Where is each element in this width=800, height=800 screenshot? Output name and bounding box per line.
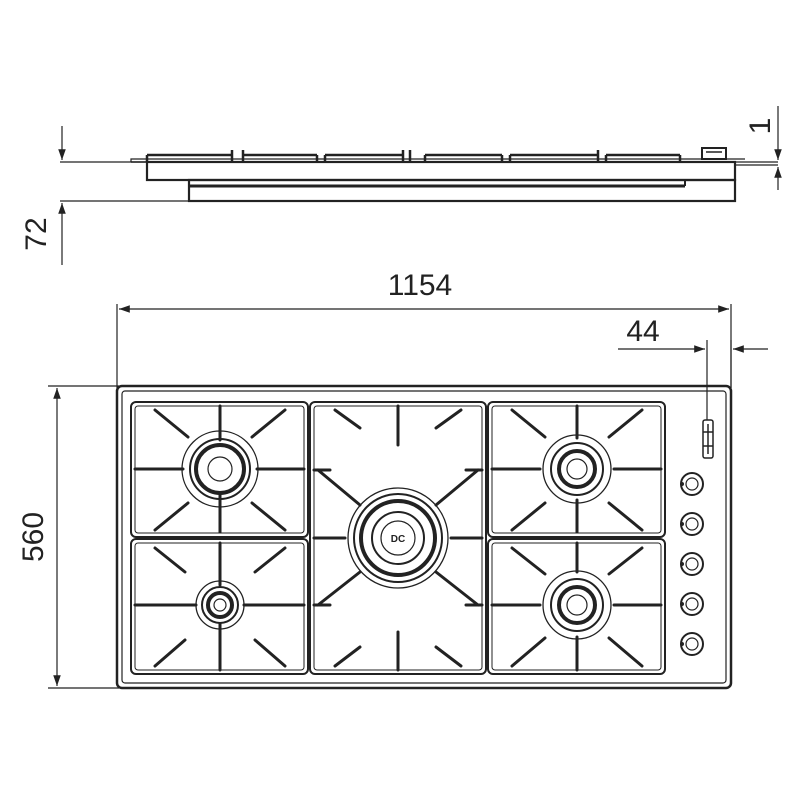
knob-3[interactable]	[680, 552, 704, 576]
grate-fingers-center	[312, 404, 484, 672]
side-margin-dimension	[618, 340, 768, 420]
logo-text: DC	[391, 534, 405, 545]
depth-label: 560	[17, 512, 50, 562]
top-gap-label: 1	[744, 118, 777, 135]
burner-center-wok	[347, 487, 449, 589]
burner-top-right	[542, 434, 612, 504]
grate-fingers-top-right	[490, 404, 663, 534]
side-body	[187, 178, 737, 203]
burner-bottom-right	[542, 570, 612, 640]
indicator-lights	[702, 419, 714, 459]
hob-outline	[115, 384, 733, 690]
grate-fingers-bottom-right	[490, 541, 663, 672]
knob-4[interactable]	[680, 592, 704, 616]
grate-fingers-bottom-left	[133, 541, 306, 672]
knob-5[interactable]	[680, 632, 704, 656]
knob-1[interactable]	[680, 472, 704, 496]
side-view	[130, 147, 778, 203]
burner-top-left	[181, 430, 259, 508]
top-view	[115, 384, 733, 690]
depth-dimension	[48, 385, 119, 689]
hob-inner-edge	[121, 390, 727, 684]
burner-bottom-left	[195, 580, 245, 630]
control-knobs	[680, 472, 704, 656]
side-top-plate	[145, 160, 737, 182]
knob-2[interactable]	[680, 512, 704, 536]
grate-fingers-top-left	[133, 404, 306, 534]
side-margin-label: 44	[626, 315, 659, 348]
height-dimension	[58, 126, 189, 265]
side-grate-profile	[145, 150, 682, 162]
height-label: 72	[20, 217, 53, 250]
side-knob	[701, 147, 727, 160]
width-label: 1154	[388, 269, 453, 302]
